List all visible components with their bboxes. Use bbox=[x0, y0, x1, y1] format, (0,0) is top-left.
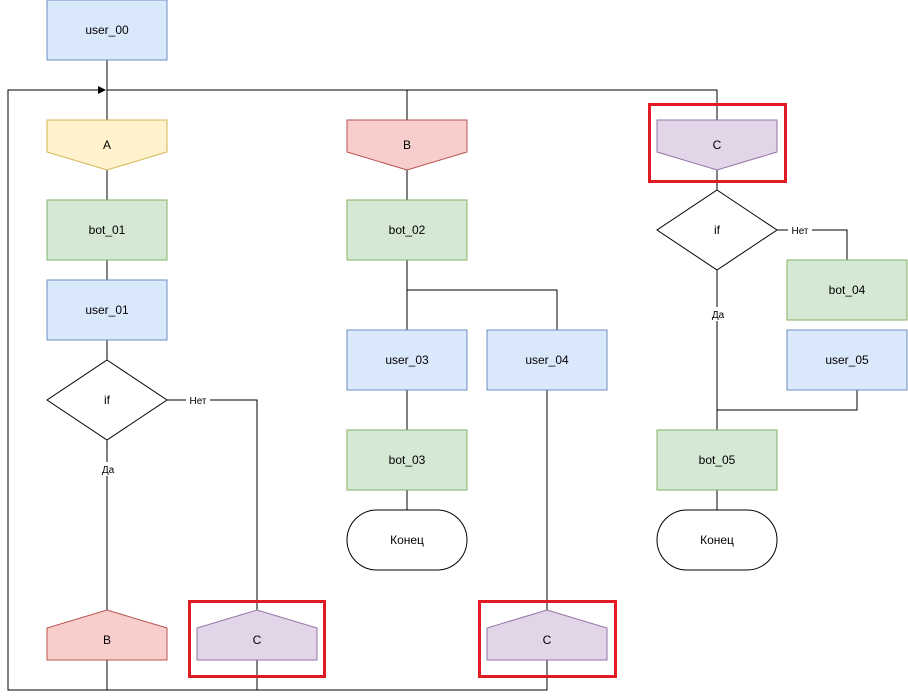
connector-a-node[interactable]: A bbox=[46, 119, 168, 171]
if-2-decision[interactable]: if bbox=[656, 189, 778, 271]
svg-text:Конец: Конец bbox=[390, 533, 424, 547]
if1-yes-label: Да bbox=[102, 465, 115, 476]
svg-text:Конец: Конец bbox=[700, 533, 734, 547]
edge-bottom-bus bbox=[107, 660, 548, 691]
connectors bbox=[7, 60, 858, 691]
edge-bot02-to-user04 bbox=[407, 289, 558, 330]
svg-text:bot_04: bot_04 bbox=[829, 283, 866, 297]
edge-labels: Нет Да Нет Да bbox=[99, 223, 812, 476]
connector-c-bottom-right-node[interactable]: C bbox=[486, 609, 608, 661]
svg-text:user_04: user_04 bbox=[525, 353, 569, 367]
svg-text:bot_01: bot_01 bbox=[89, 223, 126, 237]
if-1-decision[interactable]: if bbox=[46, 359, 168, 441]
svg-text:C: C bbox=[543, 633, 552, 647]
svg-text:B: B bbox=[103, 633, 111, 647]
connector-b-top-node[interactable]: B bbox=[346, 119, 468, 171]
bot-03-node[interactable]: bot_03 bbox=[346, 429, 468, 491]
user-03-node[interactable]: user_03 bbox=[346, 329, 468, 391]
user-01-node[interactable]: user_01 bbox=[46, 279, 168, 341]
end-1-terminator[interactable]: Конец bbox=[346, 509, 468, 571]
connector-b-bottom-node[interactable]: B bbox=[46, 609, 168, 661]
bot-04-node[interactable]: bot_04 bbox=[786, 259, 908, 321]
svg-text:user_03: user_03 bbox=[385, 353, 429, 367]
user-00-node[interactable]: user_00 bbox=[46, 0, 168, 61]
svg-text:C: C bbox=[713, 138, 722, 152]
svg-text:bot_02: bot_02 bbox=[389, 223, 426, 237]
bot-01-node[interactable]: bot_01 bbox=[46, 199, 168, 261]
connector-c-bottom-left-node[interactable]: C bbox=[196, 609, 318, 661]
highlight-frame-c-top bbox=[648, 103, 787, 183]
svg-text:user_00: user_00 bbox=[85, 23, 129, 37]
svg-text:user_01: user_01 bbox=[85, 303, 129, 317]
svg-text:bot_03: bot_03 bbox=[389, 453, 426, 467]
end-2-terminator[interactable]: Конец bbox=[656, 509, 778, 571]
highlight-frames bbox=[188, 103, 787, 678]
connector-c-top-node[interactable]: C bbox=[656, 119, 778, 171]
svg-text:bot_05: bot_05 bbox=[699, 453, 736, 467]
edge-bus-to-b bbox=[107, 89, 408, 120]
svg-text:B: B bbox=[403, 138, 411, 152]
user-04-node[interactable]: user_04 bbox=[486, 329, 608, 391]
edge-loop-back bbox=[7, 86, 107, 691]
bot-05-node[interactable]: bot_05 bbox=[656, 429, 778, 491]
svg-text:if: if bbox=[104, 393, 111, 407]
edge-if1-no bbox=[167, 399, 258, 610]
highlight-frame-c-bottom-right bbox=[478, 600, 617, 678]
edge-bus-to-c bbox=[407, 89, 718, 120]
if1-no-label: Нет bbox=[189, 396, 206, 407]
edge-user05-to-yes bbox=[717, 390, 858, 411]
svg-text:C: C bbox=[253, 633, 262, 647]
svg-text:A: A bbox=[103, 138, 111, 152]
if2-no-label: Нет bbox=[791, 226, 808, 237]
svg-text:if: if bbox=[714, 223, 721, 237]
svg-text:user_05: user_05 bbox=[825, 353, 869, 367]
highlight-frame-c-bottom-left bbox=[188, 600, 326, 678]
if2-yes-label: Да bbox=[712, 310, 725, 321]
user-05-node[interactable]: user_05 bbox=[786, 329, 908, 391]
bot-02-node[interactable]: bot_02 bbox=[346, 199, 468, 261]
